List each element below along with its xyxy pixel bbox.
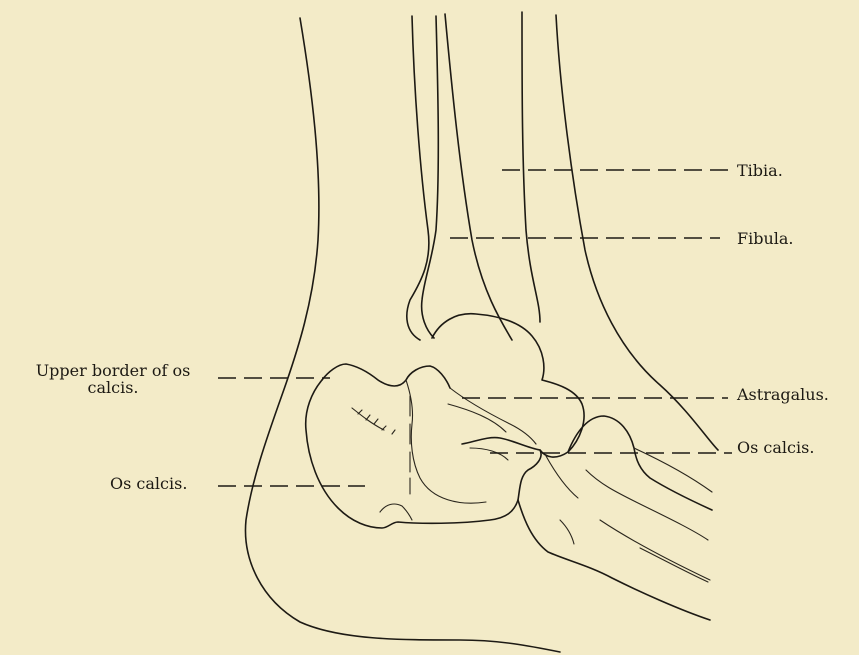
- shin-skin-outline: [556, 15, 718, 450]
- label-upper-border-line2: calcis.: [8, 379, 218, 396]
- navicular-bone: [568, 416, 712, 510]
- metatarsal-line-3: [560, 520, 574, 544]
- label-fibula: Fibula.: [737, 230, 794, 247]
- fibula-shaft-back: [407, 16, 429, 340]
- cuneiform-line-2: [546, 456, 578, 498]
- label-astragalus: Astragalus.: [737, 386, 829, 403]
- sustentaculum-line: [450, 388, 536, 444]
- metatarsal-line-2: [640, 548, 708, 582]
- label-tibia: Tibia.: [737, 162, 783, 179]
- calcaneal-notch: [380, 504, 412, 520]
- tibia-shaft-posterior: [445, 14, 512, 340]
- heel-skin-outline: [245, 18, 560, 652]
- tibia-shaft-anterior: [522, 12, 540, 322]
- label-upper-border-of-os-calcis: Upper border of os calcis.: [8, 362, 218, 396]
- fibula-shaft-front: [422, 16, 439, 338]
- os-calcis-upper-border: [322, 364, 450, 388]
- cuboid-outline: [518, 500, 710, 620]
- calcaneal-texture: [352, 408, 395, 434]
- label-os-calcis-right: Os calcis.: [737, 439, 814, 456]
- talus-facet-line: [470, 448, 508, 460]
- label-os-calcis-left: Os calcis.: [110, 475, 187, 492]
- cuneiform-line-1: [586, 470, 708, 540]
- foot-dorsal-line: [634, 448, 712, 492]
- os-calcis-bone: [306, 380, 541, 528]
- label-upper-border-line1: Upper border of os: [8, 362, 218, 379]
- astragalus-bone: [432, 314, 584, 457]
- metatarsal-line-1: [600, 520, 710, 580]
